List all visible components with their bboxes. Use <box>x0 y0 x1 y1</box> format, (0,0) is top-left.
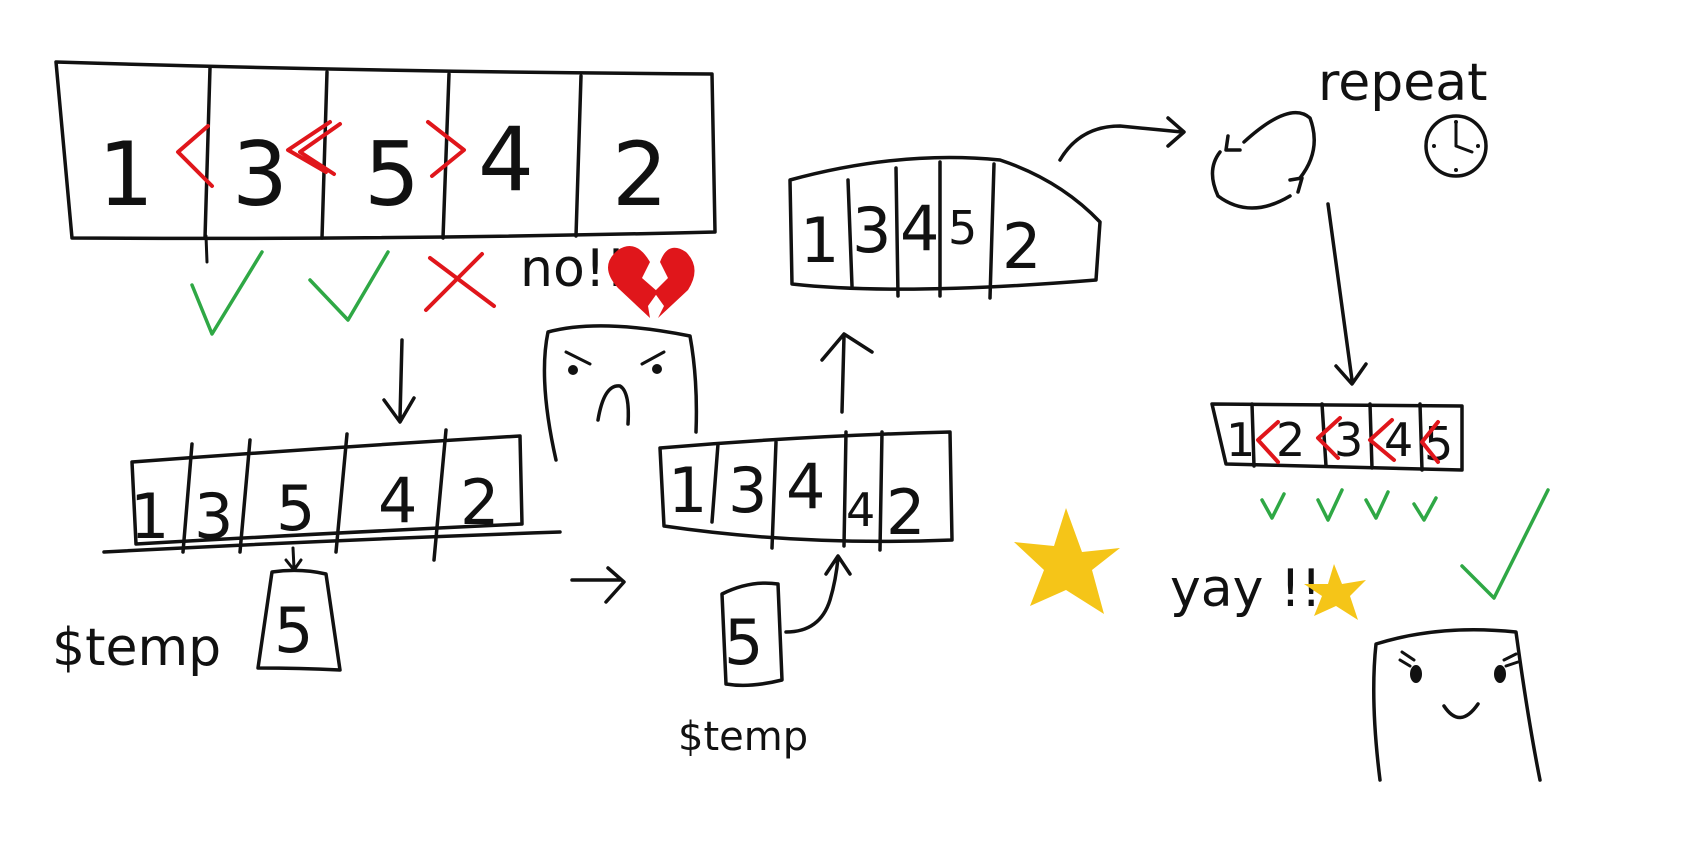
step4-array: 1 3 4 5 2 <box>788 155 1102 300</box>
step1-cell-3: 5 <box>364 123 420 226</box>
repeat-label: repeat <box>1318 53 1487 113</box>
sorted-comparison-results <box>1260 488 1438 522</box>
star-icon <box>1304 564 1366 620</box>
step4-cell-3: 4 <box>900 192 939 265</box>
less-than-sign <box>1316 416 1342 460</box>
arrow-up <box>820 332 874 414</box>
star-icon <box>1014 508 1120 614</box>
arrow-curved-up <box>784 554 852 634</box>
step4-cell-4: 5 <box>948 201 977 255</box>
step2-cell-2: 3 <box>194 480 233 553</box>
temp-box: 5 <box>256 568 342 672</box>
step1-comparison-results <box>190 234 496 336</box>
arrow-down <box>284 546 303 572</box>
check-icon <box>190 250 264 336</box>
arrow-down <box>1326 202 1368 386</box>
check-icon <box>1412 496 1438 522</box>
step1-cell-5: 2 <box>612 123 668 226</box>
step1-array: 1 3 5 4 2 <box>54 60 717 241</box>
greater-than-sign <box>426 120 466 178</box>
temp2-label: $temp <box>678 714 808 760</box>
check-icon <box>1316 488 1344 522</box>
happy-character <box>1372 628 1542 782</box>
step3-cell-1: 1 <box>668 454 707 527</box>
arrow-down <box>382 338 416 424</box>
clock-icon <box>1424 114 1488 178</box>
step4-cell-5: 2 <box>1002 210 1041 283</box>
step1-cell-4: 4 <box>478 108 534 211</box>
check-icon <box>308 250 390 322</box>
check-icon <box>1260 492 1286 520</box>
step4-cell-1: 1 <box>800 204 839 277</box>
less-than-sign <box>286 120 342 176</box>
step2-cell-3: 5 <box>276 472 315 545</box>
sorted-cell-1: 1 <box>1226 413 1255 467</box>
step2-array: 1 3 5 4 2 <box>102 428 562 562</box>
less-than-sign <box>176 124 214 188</box>
sorted-array: 1 2 3 4 5 <box>1210 402 1464 472</box>
step2-cell-4: 4 <box>378 464 417 537</box>
yay-label: yay !! <box>1170 559 1322 619</box>
step3-cell-5: 2 <box>886 476 925 549</box>
step2-cell-1: 1 <box>130 480 169 553</box>
sad-character <box>542 324 699 462</box>
step3-array: 1 3 4 4 2 <box>658 430 954 552</box>
step3-cell-3: 4 <box>786 450 825 523</box>
sorted-cell-2: 2 <box>1276 413 1305 467</box>
cross-icon <box>424 252 496 312</box>
step3-cell-2: 3 <box>728 454 767 527</box>
step1-cell-1: 1 <box>98 123 154 226</box>
heart-broken-icon <box>608 246 695 318</box>
cycle-arrows-icon <box>1210 110 1316 210</box>
big-check-icon <box>1460 488 1550 600</box>
temp-box-2: 5 <box>720 581 784 688</box>
temp-label: $temp <box>52 618 221 678</box>
less-than-sign <box>1368 418 1396 462</box>
step3-cell-4: 4 <box>846 483 875 537</box>
less-than-sign <box>1256 420 1280 464</box>
check-icon <box>1364 490 1390 520</box>
temp-value: 5 <box>274 594 313 667</box>
step4-cell-2: 3 <box>852 194 891 267</box>
arrow-right <box>570 566 626 604</box>
arrow-right <box>1058 116 1186 162</box>
step2-cell-5: 2 <box>460 466 499 539</box>
temp2-value: 5 <box>724 606 763 679</box>
step1-cell-2: 3 <box>232 123 288 226</box>
less-than-sign <box>1420 420 1440 464</box>
